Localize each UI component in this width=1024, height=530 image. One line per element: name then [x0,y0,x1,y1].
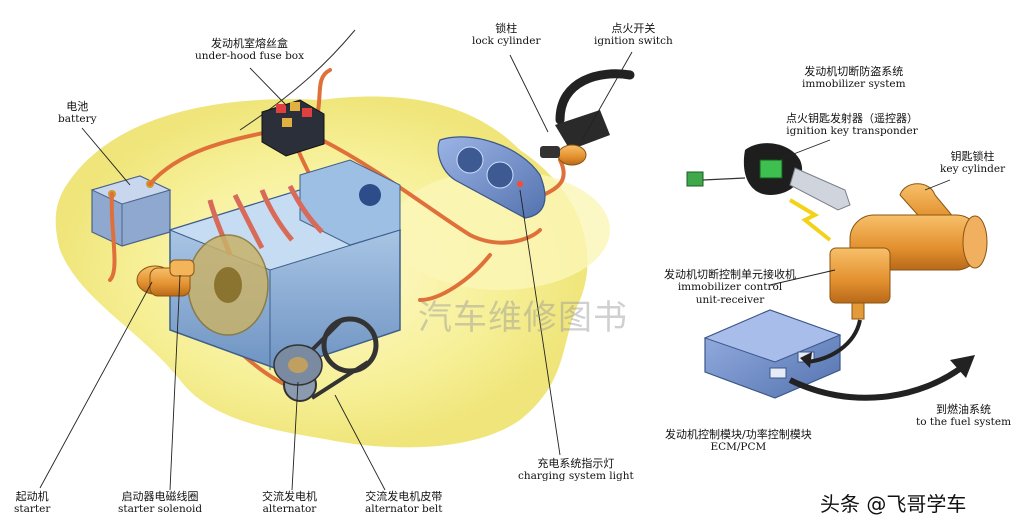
label-zh: 锁柱 [495,22,518,35]
alternator-icon [273,344,323,386]
label-control-unit: 发动机切断控制单元接收机 immobilizer control unit-re… [664,268,796,307]
label-zh: 发动机室熔丝盒 [211,37,289,50]
label-starter: 起动机 starter [14,490,50,516]
label-en: immobilizer control [677,281,783,293]
label-zh: 点火开关 [611,22,656,35]
label-battery: 电池 battery [58,100,97,126]
label-zh: 发动机控制模块/功率控制模块 [665,428,812,441]
label-en: ignition key transponder [786,125,918,137]
label-en: immobilizer system [802,78,906,90]
label-charging-light: 充电系统指示灯 charging system light [518,457,634,483]
label-alternator: 交流发电机 alternator [262,490,317,516]
label-key-cylinder: 钥匙锁柱 key cylinder [940,150,1005,176]
watermark: 汽车维修图书 [418,298,628,338]
label-zh: 起动机 [15,490,49,503]
label-en: to the fuel system [916,416,1012,428]
ignition-switch-icon [540,69,635,166]
leader-lines [39,51,951,491]
label-en: under-hood fuse box [195,50,305,62]
label-fuse-box: 发动机室熔丝盒 under-hood fuse box [195,37,304,63]
label-en: starter solenoid [118,503,203,515]
label-en: ECM/PCM [710,441,767,453]
label-zh: 交流发电机 [262,490,317,503]
label-zh: 发动机切断防盗系统 [804,65,904,78]
label-en: starter [14,503,51,515]
label-zh: 启动器电磁线圈 [121,490,199,503]
dashboard-icon [437,136,546,219]
label-en: key cylinder [940,163,1006,175]
lock-cylinder-icon [829,183,988,320]
label-en: alternator [262,503,317,515]
hood-line [239,29,356,131]
label-ecm: 发动机控制模块/功率控制模块 ECM/PCM [665,428,812,454]
label-starter-solenoid: 启动器电磁线圈 starter solenoid [118,490,202,516]
label-fuel-system: 到燃油系统 to the fuel system [916,403,1011,429]
label-en: alternator belt [365,503,443,515]
battery-icon [90,175,172,247]
engine-icon [168,159,402,402]
label-en: ignition switch [594,35,673,47]
label-zh: 点火钥匙发射器（遥控器） [786,112,918,125]
signal-arrows [788,319,975,401]
label-key-transponder: 点火钥匙发射器（遥控器） ignition key transponder [786,112,918,138]
dash-glow [390,170,610,290]
label-zh: 到燃油系统 [936,403,992,416]
label-en: unit-receiver [695,294,765,306]
label-zh: 发动机切断控制单元接收机 [664,268,796,281]
ignition-key-icon [686,143,851,242]
label-immobilizer-system: 发动机切断防盗系统 immobilizer system [802,65,906,91]
label-zh: 电池 [66,100,89,113]
label-zh: 充电系统指示灯 [537,457,615,470]
label-alternator-belt: 交流发电机皮带 alternator belt [365,490,443,516]
label-en: battery [58,113,97,125]
label-zh: 交流发电机皮带 [365,490,443,503]
label-en: charging system light [518,470,634,482]
label-ignition-switch: 点火开关 ignition switch [594,22,673,48]
label-zh: 钥匙锁柱 [950,150,995,163]
fuse-box-icon [261,99,325,157]
author-credit: 头条 @飞哥学车 [820,492,967,516]
label-lock-cylinder: 锁柱 lock cylinder [472,22,541,48]
ecm-module-icon [703,309,842,399]
label-en: lock cylinder [472,35,541,47]
